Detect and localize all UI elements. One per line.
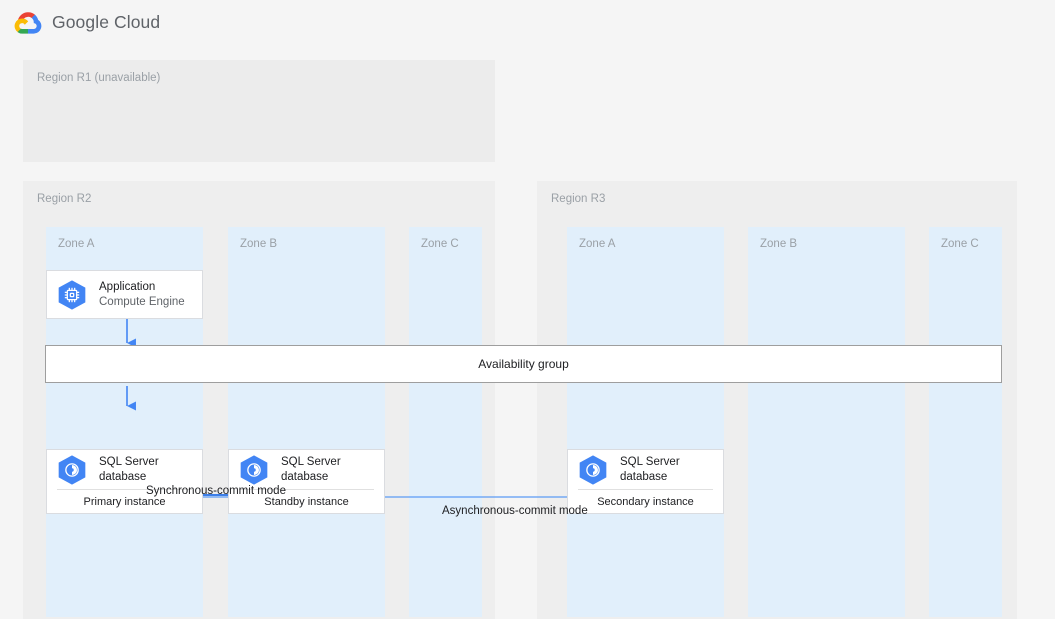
architecture-diagram: Region R1 (unavailable) Region R2 Zone A… [0, 45, 1055, 619]
card-application[interactable]: Application Compute Engine [46, 270, 203, 319]
card-primary-database-footer: Primary instance [83, 496, 166, 508]
google-cloud-logo-icon [14, 11, 42, 34]
zone-r2-c-label: Zone C [421, 238, 459, 250]
app-header: Google Cloud [0, 0, 1055, 45]
card-application-subtitle: Compute Engine [99, 295, 185, 308]
zone-r3-b: Zone B [748, 227, 905, 617]
card-secondary-database-title: SQL Server [620, 455, 680, 468]
card-standby-database-footer: Standby instance [264, 496, 349, 508]
zone-r2-b-label: Zone B [240, 238, 278, 250]
region-r2-label: Region R2 [37, 193, 92, 205]
card-secondary-database-subtitle: database [620, 470, 668, 483]
asynchronous-commit-label: Asynchronous-commit mode [442, 505, 588, 517]
zone-r3-a: Zone A [567, 227, 724, 617]
zone-r2-b: Zone B [228, 227, 385, 617]
card-application-title: Application [99, 280, 156, 293]
synchronous-commit-label: Synchronous-commit mode [146, 485, 286, 497]
region-r3-label: Region R3 [551, 193, 606, 205]
region-r1-label: Region R1 (unavailable) [37, 72, 161, 84]
card-primary-database[interactable]: SQL Server database Primary instance [46, 449, 203, 514]
zone-r3-c: Zone C [929, 227, 1002, 617]
sql-server-database-icon [579, 454, 607, 485]
availability-group-label: Availability group [478, 357, 569, 371]
card-standby-database[interactable]: SQL Server database Standby instance [228, 449, 385, 514]
card-primary-database-title: SQL Server [99, 455, 159, 468]
card-divider [57, 489, 192, 490]
card-standby-database-title: SQL Server [281, 455, 341, 468]
zone-r3-c-label: Zone C [941, 238, 979, 250]
google-cloud-wordmark: Google Cloud [52, 12, 161, 32]
zone-r2-c: Zone C [409, 227, 482, 617]
zone-r3-b-label: Zone B [760, 238, 798, 250]
card-secondary-database[interactable]: SQL Server database Secondary instance [567, 449, 724, 514]
card-primary-database-subtitle: database [99, 470, 147, 483]
region-r1: Region R1 (unavailable) [23, 60, 495, 162]
card-standby-database-subtitle: database [281, 470, 329, 483]
zone-r3-a-label: Zone A [579, 238, 616, 250]
zone-r2-a-label: Zone A [58, 238, 95, 250]
card-secondary-database-footer: Secondary instance [597, 496, 694, 508]
sql-server-database-icon [240, 454, 268, 485]
compute-engine-icon [58, 279, 86, 310]
availability-group-bar: Availability group [45, 345, 1002, 383]
sql-server-database-icon [58, 454, 86, 485]
